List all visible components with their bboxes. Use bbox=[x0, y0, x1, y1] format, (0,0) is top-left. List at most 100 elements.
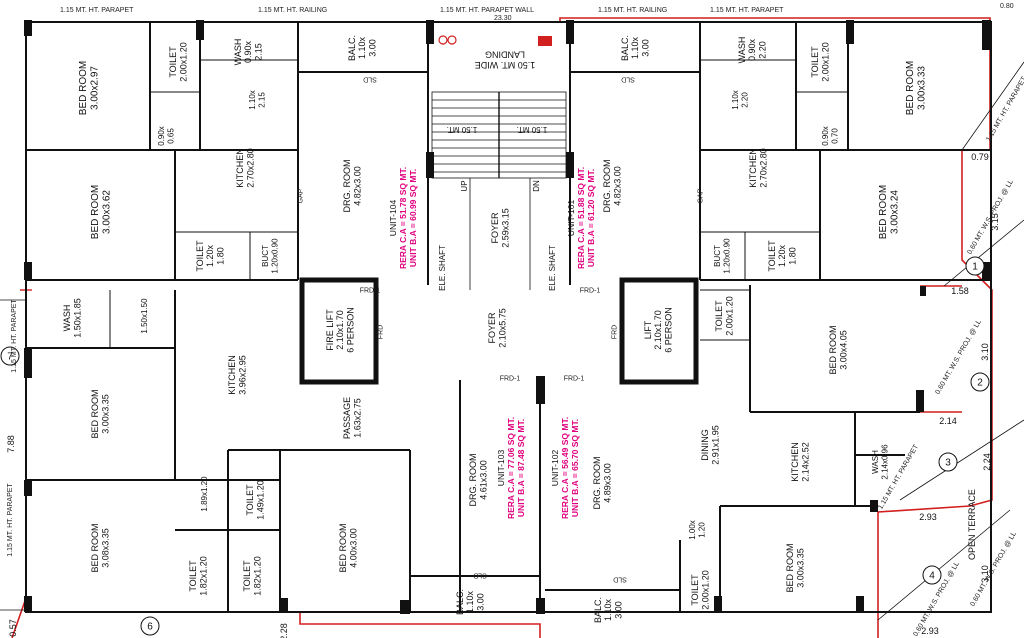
site-dimension: 3.10 bbox=[980, 565, 990, 583]
dimension-label-line: 2.15 bbox=[257, 92, 266, 108]
room-label-bed-tr-line: 3.00x3.33 bbox=[916, 66, 927, 110]
room-label-balc-b2: BALC.1.10x3.00 bbox=[593, 597, 624, 623]
room-label-bed-r3: BED ROOM3.00x4.05 bbox=[828, 325, 848, 374]
fire-door-label: FRD bbox=[611, 325, 618, 339]
building-outline bbox=[25, 21, 992, 613]
top-note: 1.15 MT. HT. PARAPET bbox=[60, 7, 134, 14]
fire-door-label: FRD-1 bbox=[580, 287, 601, 294]
room-label-toilet-tr-line: TOILET bbox=[810, 46, 820, 78]
grid-marker-circle bbox=[965, 256, 985, 276]
room-label-toilet-tl-line: 2.00x1.20 bbox=[178, 42, 188, 82]
fire-lift-shaft bbox=[299, 277, 379, 385]
room-label-lift: LIFT2.10x1.706 PERSON bbox=[643, 307, 674, 353]
room-label-dining-line: 2.91x1.95 bbox=[710, 425, 720, 465]
room-label-bed-r3-line: BED ROOM bbox=[828, 325, 838, 374]
fire-door-label-line: FRD bbox=[377, 325, 384, 339]
site-dimension: 0.57 bbox=[8, 619, 18, 637]
room-label-toilet-tl-line: TOILET bbox=[168, 46, 178, 78]
room-label-toilet-r2-line: 1.20x bbox=[777, 244, 787, 267]
room-label-bed-tl-line: 3.00x2.97 bbox=[89, 66, 100, 110]
room-label-bed-r2-line: BED ROOM bbox=[878, 185, 889, 239]
fire-door-label: FRD-1 bbox=[360, 287, 381, 294]
room-label-bed-br: BED ROOM3.00x3.35 bbox=[785, 543, 805, 592]
room-label-wash-r4-line: WASH bbox=[871, 450, 880, 474]
room-label-toilet-r2-line: TOILET bbox=[767, 240, 777, 272]
unit-area-line: RERA C.A = 56.49 SQ MT. bbox=[560, 417, 570, 519]
dimension-label: 1.89x1.20 bbox=[200, 476, 209, 512]
sliding-door-label-line: SLD bbox=[613, 576, 627, 583]
site-dimension: 3.15 bbox=[990, 213, 1000, 231]
grid-marker-circle bbox=[922, 565, 942, 585]
dimension-label: 0.90x0.70 bbox=[821, 126, 839, 146]
room-label-kitchen-l4-line: KITCHEN bbox=[227, 355, 237, 395]
room-label-balc-tr-line: 1.10x bbox=[630, 36, 640, 59]
top-dimension: 23.30 bbox=[494, 15, 512, 22]
room-label-bed-tr: BED ROOM3.00x3.33 bbox=[905, 61, 928, 115]
room-label-wash-r4-line: 2.14x0.96 bbox=[880, 444, 889, 480]
room-label-toilet-l5c: TOILET1.49x1.20 bbox=[245, 480, 265, 520]
fire-door-label-line: FRD-1 bbox=[564, 375, 585, 382]
room-label-bed-br-line: 3.00x3.35 bbox=[795, 548, 805, 588]
room-label-toilet-l2-line: 1.80 bbox=[216, 247, 226, 265]
room-label-wash-tr: WASH0.90x2.20 bbox=[737, 37, 768, 64]
stair-width-label-line: 1.50 MT. bbox=[447, 125, 478, 134]
room-label-bed-l5: BED ROOM3.08x3.35 bbox=[90, 523, 110, 572]
room-label-fire-lift-line: FIRE LIFT bbox=[325, 309, 335, 351]
room-label-toilet-b3-line: TOILET bbox=[690, 574, 700, 606]
fire-door-label-line: FRD-1 bbox=[580, 287, 601, 294]
grid-marker-circle bbox=[938, 452, 958, 472]
room-label-toilet-l5b-line: TOILET bbox=[242, 560, 252, 592]
room-label-bed-br-line: BED ROOM bbox=[785, 543, 795, 592]
room-label-toilet-b3-line: 2.00x1.20 bbox=[700, 570, 710, 610]
room-label-kitchen-r-line: 2.70x2.80 bbox=[758, 148, 768, 188]
lift-shaft bbox=[619, 277, 699, 385]
room-label-balc-tr-line: BALC. bbox=[620, 35, 630, 61]
dimension-label-line: 0.90x bbox=[157, 126, 166, 146]
room-label-passage-line: PASSAGE bbox=[342, 397, 352, 439]
room-label-drg-102-line: DRG. ROOM bbox=[592, 457, 602, 510]
room-label-kitchen-l: KITCHEN2.70x2.80 bbox=[235, 148, 255, 188]
room-label-wash-tr-line: WASH bbox=[737, 37, 747, 64]
room-label-bed-mid5-line: 4.00x3.00 bbox=[348, 528, 358, 568]
stair-down-label: DN bbox=[532, 180, 541, 192]
unit-id: UNIT-103 bbox=[496, 450, 506, 487]
elevator-shaft-label: ELE. SHAFT bbox=[548, 245, 557, 291]
room-label-buct-l-line: BUCT bbox=[261, 245, 270, 267]
site-dimension: 2.14 bbox=[939, 416, 957, 426]
open-terrace-label: OPEN TERRACE bbox=[967, 489, 977, 560]
elevator-shaft-label: ELE. SHAFT bbox=[438, 245, 447, 291]
room-label-lift-line: 6 PERSON bbox=[664, 307, 674, 353]
unit-area-u101: UNIT-101RERA C.A = 51.88 SQ MT.UNIT B.A … bbox=[566, 167, 596, 269]
unit-area-line: UNIT B.A = 87.48 SQ MT. bbox=[516, 419, 526, 517]
room-label-drg-l-line: 4.82x3.00 bbox=[352, 166, 362, 206]
room-label-toilet-r2: TOILET1.20x1.80 bbox=[767, 240, 798, 272]
room-label-balc-tl-line: 1.10x bbox=[357, 36, 367, 59]
room-label-kitchen-r-line: KITCHEN bbox=[748, 148, 758, 188]
room-label-foyer-top-line: FOYER bbox=[490, 212, 500, 244]
room-label-wash-tl-line: 0.90x bbox=[243, 40, 253, 63]
room-label-toilet-r3: TOILET2.00x1.20 bbox=[714, 296, 734, 336]
room-label-drg-102: DRG. ROOM4.89x3.00 bbox=[592, 457, 612, 510]
room-label-bed-l2-line: BED ROOM bbox=[90, 185, 101, 239]
room-label-toilet-tr: TOILET2.00x1.20 bbox=[810, 42, 830, 82]
room-label-bed-mid5: BED ROOM4.00x3.00 bbox=[338, 523, 358, 572]
grid-marker-label: 6 bbox=[147, 622, 153, 633]
room-label-balc-tl: BALC.1.10x3.00 bbox=[347, 35, 378, 61]
room-label-drg-r-line: DRG. ROOM bbox=[602, 160, 612, 213]
room-label-toilet-l5a-line: 1.82x1.20 bbox=[198, 556, 208, 596]
room-label-wash-r4: WASH2.14x0.96 bbox=[871, 444, 889, 480]
room-label-toilet-r2-line: 1.80 bbox=[788, 247, 798, 265]
room-label-balc-b1: BALC.1.10x3.00 bbox=[455, 589, 486, 615]
sliding-door-label: SLD bbox=[363, 76, 377, 83]
room-label-wash-tl-line: WASH bbox=[233, 39, 243, 66]
stair-width-label-line: 1.50 MT. bbox=[517, 125, 548, 134]
room-label-bed-l4-line: 3.00x3.35 bbox=[100, 394, 110, 434]
gap-label: GAP bbox=[697, 188, 704, 203]
top-note: 1.15 MT. HT. PARAPET WALL bbox=[440, 7, 534, 14]
room-label-bed-tr-line: BED ROOM bbox=[905, 61, 916, 115]
grid-marker-label: 3 bbox=[945, 458, 951, 469]
sliding-door-label: SLD bbox=[613, 576, 627, 583]
room-label-balc-tr: BALC.1.10x3.00 bbox=[620, 35, 651, 61]
